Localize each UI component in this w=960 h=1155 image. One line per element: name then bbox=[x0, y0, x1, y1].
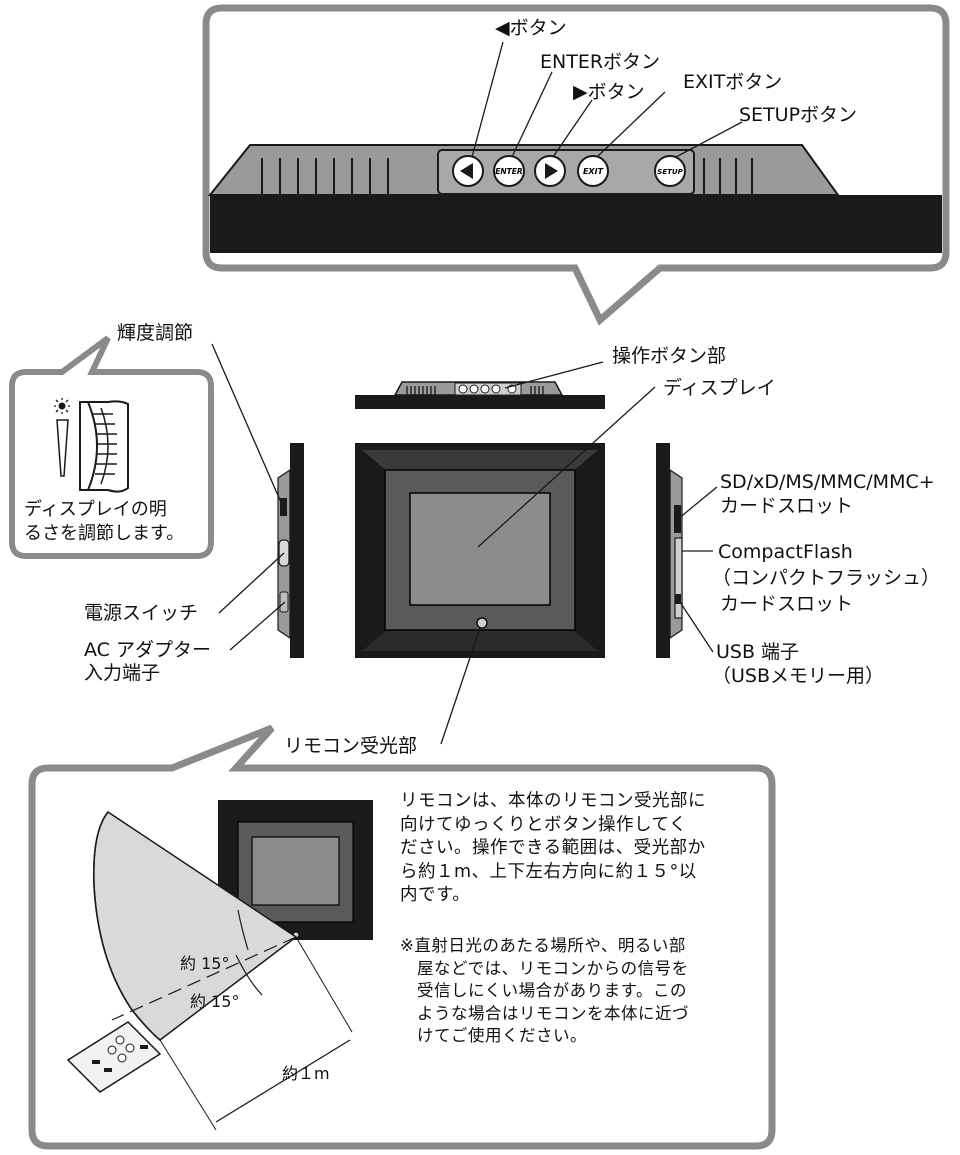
usb-port-label-line1: USB 端子 bbox=[716, 641, 800, 663]
svg-text:ENTER: ENTER bbox=[495, 167, 523, 176]
operation-buttons-label: 操作ボタン部 bbox=[612, 345, 727, 367]
cf-slot-label-line1: CompactFlash bbox=[718, 541, 853, 563]
display-label: ディスプレイ bbox=[663, 377, 776, 399]
remote-note-line: 受信しにくい場合があります。この bbox=[400, 981, 688, 1000]
cf-slot-label-line2: （コンパクトフラッシュ） bbox=[712, 567, 941, 589]
exit-button[interactable]: EXIT bbox=[577, 155, 609, 187]
angle-label-upper: 約 15° bbox=[180, 954, 230, 973]
power-switch-label: 電源スイッチ bbox=[84, 602, 199, 624]
remote-description-line: ら約１m、上下左右方向に約１５°以 bbox=[400, 861, 697, 882]
device-right-side bbox=[656, 443, 683, 658]
remote-note-line: ※直射日光のあたる場所や、明るい部 bbox=[400, 936, 686, 955]
left-arrow-button[interactable] bbox=[452, 155, 484, 187]
remote-caution-note: ※直射日光のあたる場所や、明るい部 屋などでは、リモコンからの信号を 受信しにく… bbox=[400, 935, 689, 1048]
remote-description-line: リモコンは、本体のリモコン受光部に bbox=[400, 791, 706, 811]
card-slot-label-line2: カードスロット bbox=[720, 495, 854, 517]
right-arrow-button[interactable] bbox=[534, 155, 566, 187]
brightness-description-line2: るさを調節します。 bbox=[24, 523, 185, 544]
card-slot-label-line1: SD/xD/MS/MMC/MMC+ bbox=[720, 471, 935, 493]
exit-button-label: EXITボタン bbox=[683, 71, 783, 93]
main-leader-lines bbox=[211, 343, 718, 745]
ir-cone bbox=[93, 810, 353, 1131]
remote-control-icon bbox=[66, 1021, 162, 1093]
remote-description-line: ださい。操作できる範囲は、受光部か bbox=[400, 838, 706, 858]
remote-device-illustration bbox=[218, 800, 373, 940]
ac-adapter-label-line1: AC アダプター bbox=[84, 639, 211, 661]
left-button-label: ◀ボタン bbox=[495, 17, 567, 39]
ir-receiver-label: リモコン受光部 bbox=[284, 735, 418, 757]
device-left-side bbox=[277, 443, 304, 658]
remote-note-line: ような場合はリモコンを本体に近づ bbox=[400, 1003, 689, 1023]
setup-button-label: SETUPボタン bbox=[739, 104, 858, 126]
remote-description-line: 向けてゆっくりとボタン操作してく bbox=[400, 814, 687, 835]
remote-description: リモコンは、本体のリモコン受光部に 向けてゆっくりとボタン操作してく ださい。操… bbox=[400, 790, 706, 908]
svg-text:EXIT: EXIT bbox=[583, 167, 604, 176]
brightness-dial-icon bbox=[54, 398, 129, 493]
remote-callout-panel bbox=[28, 724, 776, 1150]
device-front-view bbox=[355, 443, 605, 658]
ac-adapter-label-line2: 入力端子 bbox=[84, 662, 161, 684]
top-callout-panel bbox=[202, 4, 950, 326]
remote-note-line: 屋などでは、リモコンからの信号を bbox=[400, 958, 689, 978]
remote-description-line: 内です。 bbox=[400, 885, 471, 905]
cf-slot-label-line3: カードスロット bbox=[720, 593, 854, 615]
top-leader-lines bbox=[471, 41, 743, 158]
enter-button[interactable]: ENTER bbox=[493, 155, 525, 187]
distance-label: 約１m bbox=[282, 1064, 330, 1083]
setup-button[interactable]: SETUP bbox=[654, 155, 686, 187]
enter-button-label: ENTERボタン bbox=[540, 51, 661, 73]
svg-text:SETUP: SETUP bbox=[657, 168, 683, 176]
right-button-label: ▶ボタン bbox=[573, 81, 645, 103]
usb-port-label-line2: （USBメモリー用） bbox=[712, 665, 885, 687]
brightness-label: 輝度調節 bbox=[117, 322, 194, 344]
angle-label-lower: 約 15° bbox=[190, 992, 240, 1011]
brightness-description-line1: ディスプレイの明 bbox=[24, 499, 167, 520]
remote-note-line: けてご使用ください。 bbox=[400, 1026, 587, 1045]
device-top-view bbox=[355, 381, 605, 409]
